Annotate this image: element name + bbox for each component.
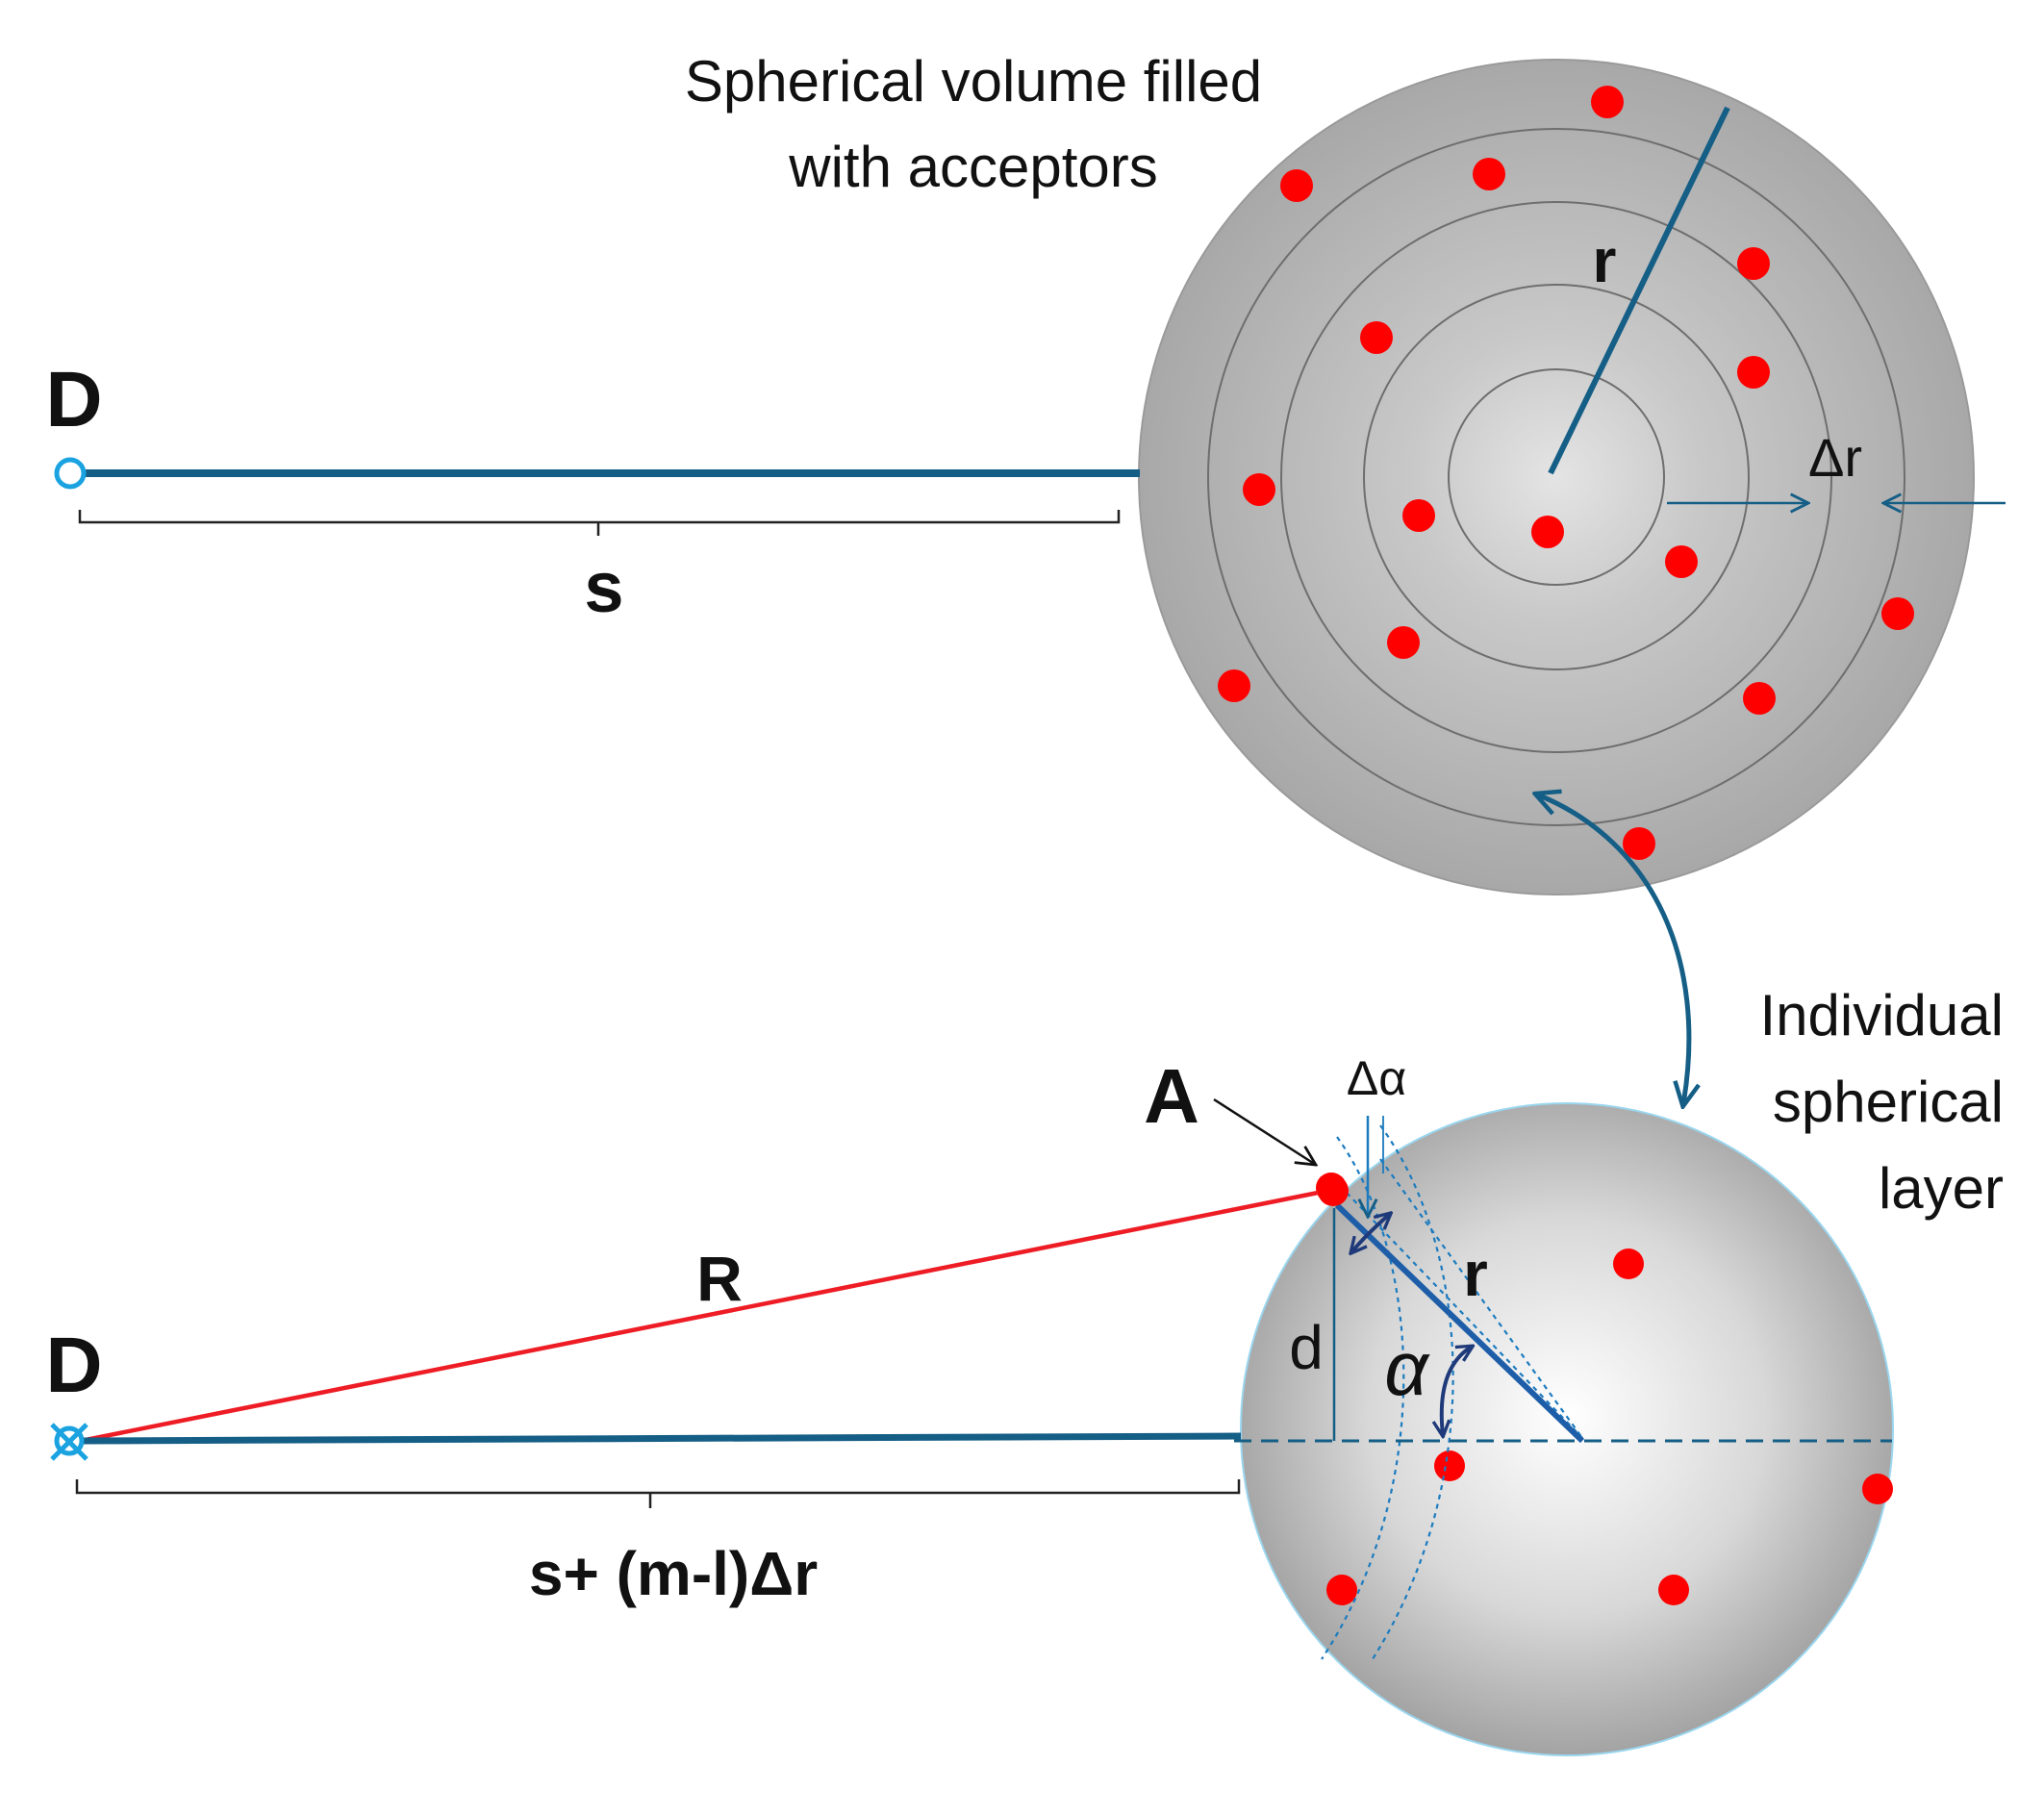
acceptor-dot — [1591, 86, 1624, 118]
acceptor-dot — [1326, 1575, 1357, 1605]
donor-label-bottom: D — [45, 1322, 102, 1409]
layer-label-line3: layer — [1879, 1156, 2004, 1221]
shell-ring — [1363, 284, 1750, 670]
acceptor-dot — [1434, 1450, 1465, 1481]
distance-label-R: R — [696, 1243, 743, 1314]
acceptor-dot — [1360, 321, 1393, 354]
shell-ring — [1448, 368, 1665, 586]
acceptor-dot — [1531, 516, 1564, 548]
layer-link-arrow — [1537, 794, 1689, 1104]
acceptor-dot — [1737, 247, 1770, 280]
acceptor-dot — [1862, 1474, 1893, 1504]
brace-top — [78, 510, 1121, 536]
acceptor-dot — [1881, 597, 1914, 630]
height-label-d: d — [1289, 1313, 1324, 1382]
radius-label-top: r — [1593, 226, 1617, 295]
acceptor-A-pointer — [1213, 1097, 1316, 1165]
acceptor-dot — [1402, 499, 1435, 532]
acceptor-dots-top — [1218, 86, 1914, 860]
acceptor-dot — [1658, 1575, 1689, 1605]
delta-alpha-arrow — [1351, 1214, 1390, 1252]
acceptor-dots-bottom — [1316, 1173, 1893, 1605]
sphere-title-line2: with acceptors — [788, 135, 1158, 199]
delta-alpha-label: Δα — [1347, 1051, 1406, 1105]
acceptor-dot — [1218, 669, 1250, 702]
distance-label-bottom: s+ (m-l)Δr — [529, 1539, 818, 1608]
acceptor-dot — [1743, 682, 1776, 715]
acceptor-dot — [1665, 545, 1698, 578]
shell-thickness-label: Δr — [1808, 427, 1862, 488]
acceptor-dot — [1737, 356, 1770, 389]
acceptor-dot — [1473, 158, 1505, 190]
layer-label-line2: spherical — [1773, 1070, 2004, 1134]
acceptor-dot — [1243, 473, 1275, 506]
distance-line-R — [80, 1187, 1333, 1444]
acceptor-label-A: A — [1144, 1053, 1199, 1139]
donor-icon-top — [54, 457, 87, 490]
acceptor-A-dot — [1318, 1175, 1349, 1206]
donor-label-top: D — [45, 356, 102, 443]
sphere-title-line1: Spherical volume filled — [685, 49, 1262, 114]
layer-label-line1: Individual — [1759, 983, 2004, 1047]
distance-line-bottom — [80, 1432, 1242, 1445]
acceptor-dot — [1387, 626, 1420, 659]
angle-label-alpha: α — [1384, 1325, 1430, 1411]
distance-label-top: s — [584, 547, 623, 627]
brace-bottom — [75, 1479, 1241, 1508]
donor-icon-bottom — [50, 1423, 88, 1461]
radius-label-bottom: r — [1463, 1238, 1488, 1309]
shell-ring — [1280, 201, 1832, 753]
radius-line-top — [1548, 106, 1730, 475]
acceptor-dot — [1613, 1248, 1644, 1279]
alpha-angle-arrow — [1442, 1347, 1472, 1435]
acceptor-dot — [1280, 169, 1313, 202]
